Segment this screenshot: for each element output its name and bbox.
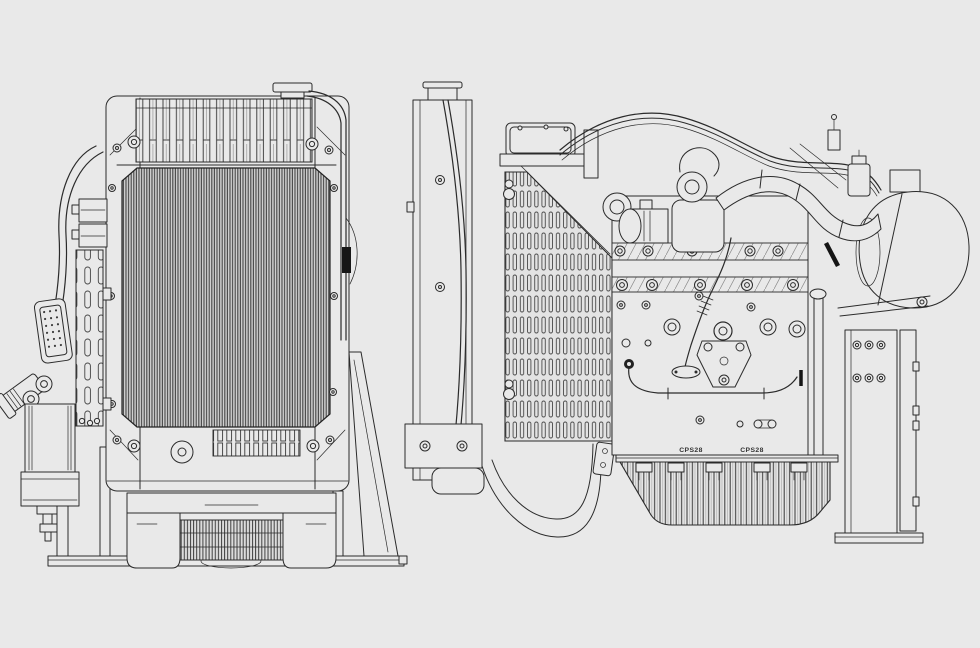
frame-bolts bbox=[107, 135, 338, 453]
fan-shroud-grille bbox=[503, 165, 613, 442]
belly-guard bbox=[481, 441, 616, 538]
support-leg bbox=[99, 446, 111, 557]
oil-pan-marking-right: CPS28 bbox=[740, 447, 764, 454]
radiator-lower-tank bbox=[212, 429, 301, 457]
rear-bracket-panel bbox=[834, 295, 931, 544]
filter-canister bbox=[20, 403, 80, 542]
radiator-mount-bracket bbox=[404, 423, 483, 469]
thermostat-housing bbox=[609, 199, 625, 215]
engine-mount-feet bbox=[126, 492, 337, 569]
heater-fittings bbox=[71, 198, 108, 248]
exhaust-downpipe bbox=[809, 288, 827, 459]
injection-pump bbox=[618, 199, 669, 244]
oil-cooler-fins bbox=[179, 519, 284, 561]
fuel-separator bbox=[847, 149, 871, 197]
filler-cap bbox=[272, 82, 313, 99]
radiator-hose-side bbox=[442, 99, 462, 446]
air-cleaner bbox=[855, 169, 970, 309]
wiring-harness bbox=[789, 114, 847, 189]
hand-pump bbox=[0, 373, 53, 419]
radiator-top-tank bbox=[135, 98, 313, 163]
oil-pan: CPS28 CPS28 bbox=[615, 447, 839, 526]
radiator-foot bbox=[431, 467, 485, 495]
slotted-side-channel bbox=[75, 249, 112, 427]
filler-neck bbox=[427, 86, 458, 101]
oil-pan-bolt-tabs bbox=[635, 462, 808, 481]
turbocharger bbox=[671, 147, 725, 253]
radiator-core bbox=[121, 167, 331, 428]
valve-cover bbox=[499, 122, 599, 179]
base-plate-rear bbox=[834, 532, 924, 544]
side-view: CPS28 CPS28 bbox=[398, 81, 970, 565]
dipstick-tube bbox=[671, 237, 732, 379]
front-view bbox=[0, 82, 405, 569]
hose-clamp bbox=[342, 247, 351, 273]
block-face-details bbox=[616, 291, 806, 429]
radiator-side-panel bbox=[398, 81, 485, 565]
oil-pan-marking-left: CPS28 bbox=[679, 447, 703, 454]
diagonal-support bbox=[348, 351, 399, 557]
overflow-pipe bbox=[306, 90, 358, 341]
head-bolts bbox=[614, 245, 799, 291]
lifting-bracket bbox=[696, 340, 752, 388]
intake-hose bbox=[715, 169, 882, 242]
perforated-bracket bbox=[33, 298, 73, 364]
fuel-line bbox=[624, 359, 798, 400]
filler-cap-side bbox=[422, 81, 463, 89]
dark-clamp-accent bbox=[824, 241, 840, 268]
